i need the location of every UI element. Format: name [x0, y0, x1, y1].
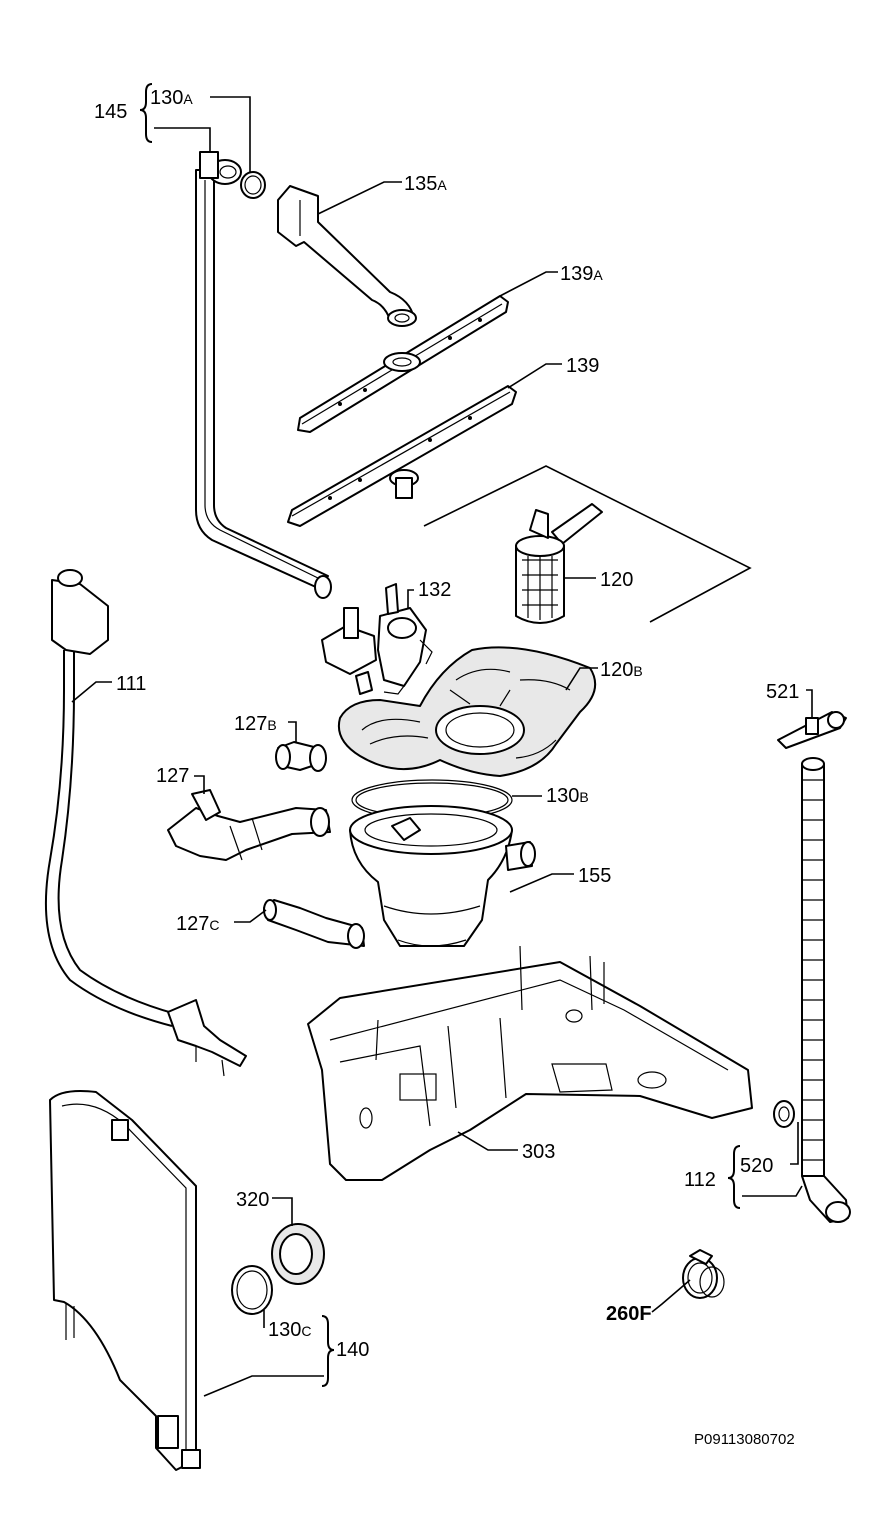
filter-group-frame	[423, 465, 752, 623]
part-hose-127	[167, 789, 331, 861]
label-130a: 130A	[150, 87, 193, 109]
label-135a: 135A	[404, 173, 447, 195]
part-coarse-filter-plate	[338, 646, 597, 777]
label-120: 120	[600, 569, 633, 591]
part-seal-520	[773, 1100, 795, 1128]
label-130c: 130C	[268, 1319, 312, 1341]
part-upper-arm-pipe	[277, 185, 417, 327]
label-521: 521	[766, 681, 799, 703]
label-303: 303	[522, 1141, 555, 1163]
part-lower-spray-arm	[287, 385, 517, 527]
label-130b: 130B	[546, 785, 589, 807]
label-111: 111	[116, 673, 146, 695]
part-inlet-hose	[801, 757, 851, 1223]
part-seal-320	[271, 1223, 325, 1285]
part-base-303	[307, 945, 753, 1181]
label-145: 145	[94, 101, 127, 123]
label-139: 139	[566, 355, 599, 377]
label-520: 520	[740, 1155, 773, 1177]
part-hose-clamp	[682, 1249, 725, 1299]
part-o-ring-130a	[240, 171, 266, 199]
leader-lines	[71, 83, 813, 1397]
label-112: 112	[684, 1169, 716, 1191]
reference-code: P09113080702	[694, 1431, 795, 1448]
part-valve-132	[321, 583, 433, 695]
label-132: 132	[418, 579, 451, 601]
part-clip-521	[777, 711, 847, 749]
label-139a: 139A	[560, 263, 603, 285]
part-sump	[349, 805, 536, 947]
part-panel-140	[49, 1090, 201, 1471]
part-riser-pipe	[195, 151, 332, 599]
label-140: 140	[336, 1339, 369, 1361]
label-127c: 127C	[176, 913, 220, 935]
part-hose-127c	[263, 899, 365, 949]
label-260f: 260F	[606, 1303, 652, 1325]
label-127b: 127B	[234, 713, 277, 735]
part-micro-filter	[515, 503, 603, 624]
label-155: 155	[578, 865, 611, 887]
callout-labels: 145 130A 135A 139A 139 120 132 120B 111 …	[94, 87, 799, 1448]
part-hose-127b	[275, 741, 327, 772]
label-320: 320	[236, 1189, 269, 1211]
part-drain-hose	[45, 569, 247, 1077]
label-127: 127	[156, 765, 189, 787]
part-o-ring-130c	[231, 1265, 273, 1315]
part-upper-spray-arm	[297, 295, 509, 433]
label-120b: 120B	[600, 659, 643, 681]
